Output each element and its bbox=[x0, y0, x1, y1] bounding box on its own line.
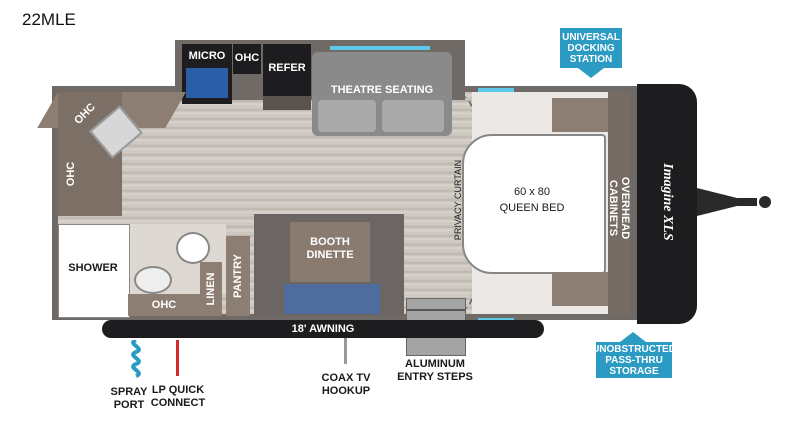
bed-size-label: 60 x 80 bbox=[513, 186, 551, 198]
nightstand-bottom bbox=[552, 272, 608, 306]
ohc-left-label: OHC bbox=[65, 161, 77, 187]
shower bbox=[58, 224, 130, 318]
dinette-label: DINETTE bbox=[306, 249, 354, 261]
ohc-top-label: OHC bbox=[234, 52, 260, 64]
booth-label: BOOTH bbox=[310, 236, 350, 248]
pass-thru-callout: UNOBSTRUCTED PASS-THRU STORAGE bbox=[592, 342, 676, 378]
seat-left bbox=[318, 100, 376, 132]
bath-ohc bbox=[128, 294, 200, 316]
micro-label: MICRO bbox=[188, 50, 226, 62]
entry-steps-label: ALUMINUM ENTRY STEPS bbox=[397, 358, 473, 383]
spray-hose-icon bbox=[131, 340, 141, 378]
dinette-table bbox=[290, 222, 370, 282]
ohc-bath-label: OHC bbox=[151, 299, 177, 311]
docking-arrow-icon bbox=[578, 68, 604, 78]
overhead-cabinets bbox=[608, 92, 630, 314]
queen-bed bbox=[462, 134, 606, 274]
refer-cabinet bbox=[263, 96, 311, 110]
coax-label: COAX TV HOOKUP bbox=[321, 372, 371, 397]
linen-closet bbox=[200, 262, 222, 316]
model-name: 22MLE bbox=[22, 10, 76, 29]
window-bed-top bbox=[478, 88, 514, 92]
docking-station-callout: UNIVERSAL DOCKING STATION bbox=[560, 28, 622, 68]
awning bbox=[102, 320, 544, 338]
pantry-label: PANTRY bbox=[232, 254, 244, 298]
hitch bbox=[697, 184, 771, 216]
toilet bbox=[176, 232, 210, 264]
linen-label: LINEN bbox=[205, 272, 217, 306]
window-top bbox=[330, 46, 430, 50]
seat-right bbox=[382, 100, 444, 132]
pantry bbox=[226, 236, 250, 316]
shower-label: SHOWER bbox=[68, 262, 118, 274]
lp-hose-icon bbox=[176, 340, 179, 376]
lp-connect-label: LP QUICK CONNECT bbox=[150, 384, 206, 409]
bed-name-label: QUEEN BED bbox=[499, 202, 565, 214]
hitch-icon bbox=[697, 188, 771, 216]
front-cap bbox=[637, 84, 697, 324]
ohc-top bbox=[233, 44, 261, 74]
coax-icon bbox=[344, 338, 347, 364]
spray-port-label: SPRAY PORT bbox=[110, 386, 148, 411]
theatre-label: THEATRE SEATING bbox=[330, 84, 434, 96]
overhead-label: OVERHEAD CABINETS bbox=[607, 176, 631, 240]
passthru-arrow-icon bbox=[620, 332, 646, 342]
awning-label: 18' AWNING bbox=[291, 323, 355, 335]
refrigerator bbox=[263, 44, 311, 96]
stove bbox=[186, 68, 228, 98]
brand-logo: Imagine XLS bbox=[660, 163, 675, 241]
bath-sink bbox=[134, 266, 172, 294]
window-dinette bbox=[284, 284, 380, 314]
refer-label: REFER bbox=[268, 62, 306, 74]
nightstand-top bbox=[552, 98, 608, 132]
